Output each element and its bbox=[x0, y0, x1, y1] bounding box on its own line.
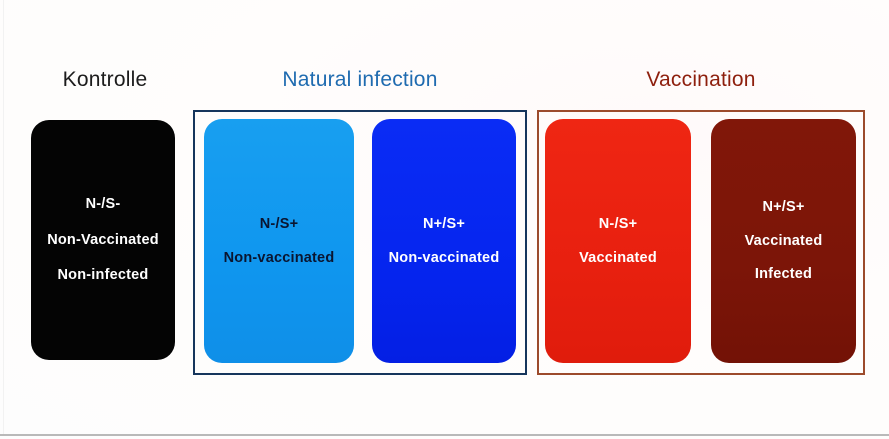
group-box-vaccination bbox=[537, 110, 865, 375]
card-line-status-1: Non-vaccinated bbox=[223, 249, 335, 266]
card-natural-infection-n-pos-s-pos[interactable]: N+/S+ Non-vaccinated bbox=[372, 119, 516, 363]
card-line-status-1: Vaccinated bbox=[579, 249, 657, 266]
card-control-group[interactable]: N-/S- Non-Vaccinated Non-infected bbox=[31, 120, 175, 360]
slide-left-edge-rule bbox=[3, 0, 4, 436]
card-line-marker: N+/S+ bbox=[762, 199, 805, 216]
card-vaccination-n-neg-s-pos[interactable]: N-/S+ Vaccinated bbox=[545, 119, 691, 363]
card-line-status-1: Vaccinated bbox=[744, 232, 823, 249]
card-line-status-1: Non-Vaccinated bbox=[47, 231, 159, 248]
group-title-natural-infection: Natural infection bbox=[282, 68, 438, 91]
card-line-marker: N+/S+ bbox=[422, 216, 466, 232]
card-line-marker: N-/S- bbox=[85, 196, 121, 213]
group-title-kontrolle: Kontrolle bbox=[62, 68, 148, 91]
group-box-natural-infection bbox=[193, 110, 527, 375]
card-line-marker: N-/S+ bbox=[598, 216, 638, 232]
card-natural-infection-n-neg-s-pos[interactable]: N-/S+ Non-vaccinated bbox=[204, 119, 354, 363]
card-line-status-1: Non-vaccinated bbox=[388, 249, 500, 266]
card-line-status-2: Non-infected bbox=[57, 267, 149, 284]
group-title-vaccination: Vaccination bbox=[646, 68, 756, 91]
card-line-marker: N-/S+ bbox=[259, 216, 299, 232]
card-line-status-2: Infected bbox=[754, 266, 813, 283]
slide-bottom-rule bbox=[0, 434, 889, 436]
card-vaccination-n-pos-s-pos[interactable]: N+/S+ Vaccinated Infected bbox=[711, 119, 856, 363]
